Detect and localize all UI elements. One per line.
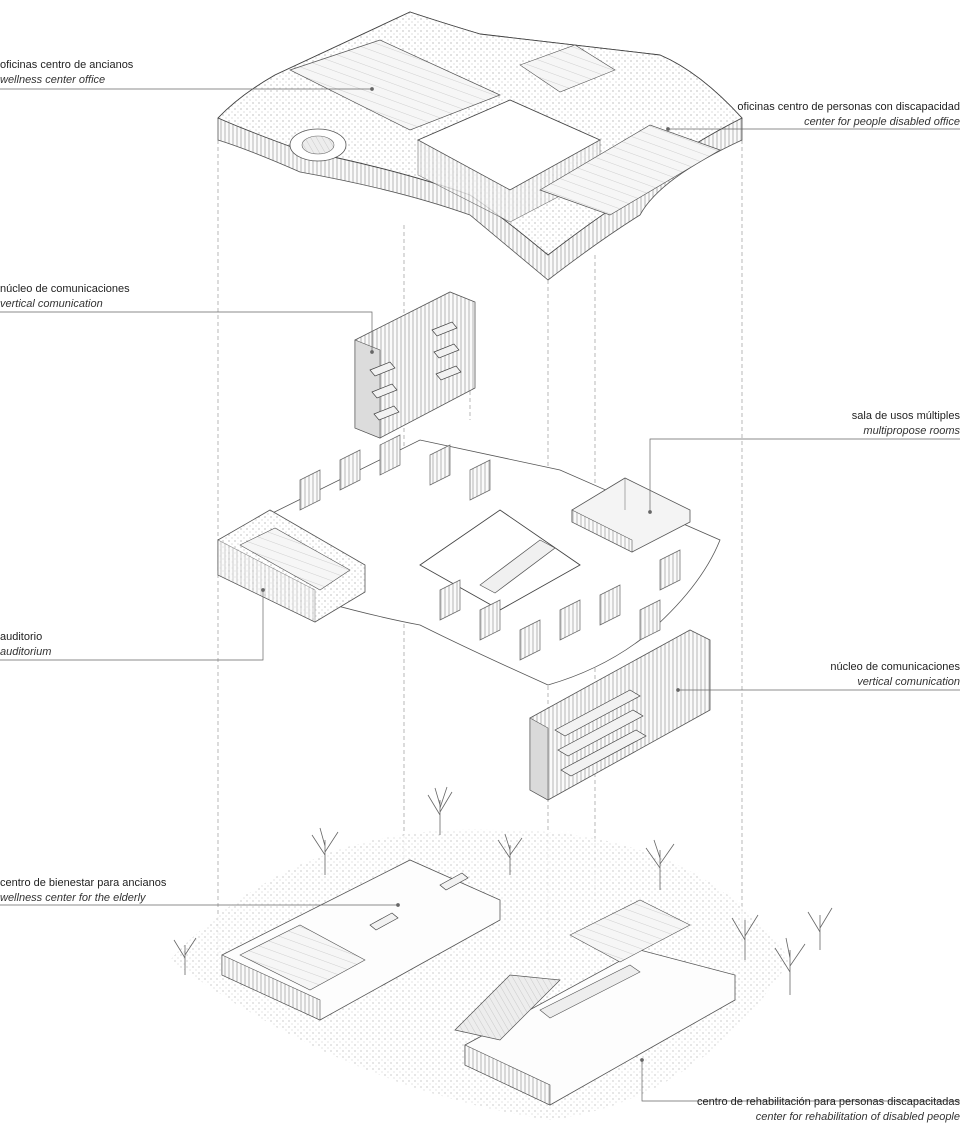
label-en: wellness center for the elderly: [0, 892, 146, 904]
trees: [173, 786, 833, 995]
ground-level: [170, 829, 790, 1120]
roof-level: [217, 11, 743, 281]
label-vertical-comm-top: núcleo de comunicaciones vertical comuni…: [0, 282, 130, 312]
label-es: centro de bienestar para ancianos: [0, 877, 167, 889]
label-disabled-office: oficinas centro de personas con discapac…: [737, 100, 960, 130]
label-en: vertical comunication: [0, 298, 103, 310]
vertical-core-top: [354, 291, 476, 439]
leader-lines: [0, 87, 960, 1102]
multipurpose-volume: [571, 477, 691, 553]
label-es: auditorio: [0, 631, 43, 643]
label-auditorium: auditorio auditorium: [0, 630, 51, 660]
label-es: oficinas centro de ancianos: [0, 59, 134, 71]
label-wellness-center: centro de bienestar para ancianos wellne…: [0, 876, 166, 906]
label-es: núcleo de comunicaciones: [830, 661, 960, 673]
label-vertical-comm-bottom: núcleo de comunicaciones vertical comuni…: [830, 660, 960, 690]
label-rehab-center: centro de rehabilitación para personas d…: [697, 1095, 960, 1125]
label-es: centro de rehabilitación para personas d…: [697, 1096, 960, 1108]
auditorium-volume: [217, 509, 366, 623]
label-es: oficinas centro de personas con discapac…: [737, 101, 960, 113]
label-multipurpose: sala de usos múltiples multipropose room…: [852, 409, 960, 439]
label-en: center for rehabilitation of disabled pe…: [755, 1111, 960, 1123]
label-wellness-office: oficinas centro de ancianos wellness cen…: [0, 58, 133, 88]
label-es: sala de usos múltiples: [851, 410, 960, 422]
label-es: núcleo de comunicaciones: [0, 283, 130, 295]
label-en: wellness center office: [0, 74, 106, 86]
label-en: vertical comunication: [857, 676, 960, 688]
label-en: auditorium: [0, 646, 52, 658]
label-en: multipropose rooms: [863, 425, 960, 437]
label-en: center for people disabled office: [804, 116, 960, 128]
vertical-core-bottom: [529, 629, 711, 801]
